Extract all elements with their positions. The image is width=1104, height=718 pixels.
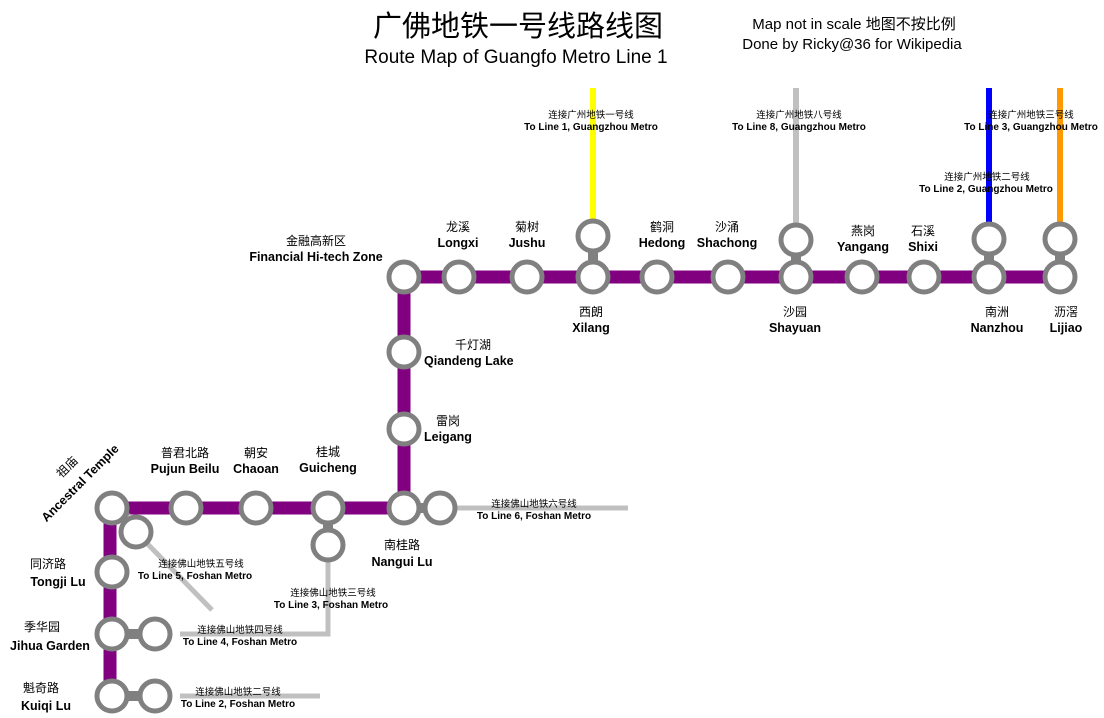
station-label-en: Chaoan — [233, 462, 279, 476]
station-label-en: Qiandeng Lake — [424, 354, 514, 368]
station-ancestral-temple[interactable] — [94, 490, 154, 550]
station-label-zh: 西朗 — [579, 305, 603, 319]
station-label-zh: 同济路 — [30, 556, 66, 571]
station-qiandeng-lake[interactable] — [386, 334, 422, 370]
station-label-zh: 南洲 — [985, 304, 1009, 319]
station-jihua-garden[interactable] — [94, 616, 173, 652]
station-label-zh: 龙溪 — [446, 220, 470, 234]
station-label-en: Nanzhou — [971, 321, 1024, 335]
station-label-en: Shachong — [697, 236, 757, 250]
station-label-zh: 桂城 — [316, 444, 340, 459]
transfer-label-en: To Line 1, Guangzhou Metro — [524, 122, 658, 133]
station-shachong[interactable] — [710, 259, 746, 295]
station-label-en: Nangui Lu — [371, 555, 432, 569]
station-label-zh: 菊树 — [515, 219, 539, 234]
scale-note: Map not in scale 地图不按比例 — [752, 16, 955, 33]
transfer-label-zh: 连接佛山地铁四号线 — [197, 624, 283, 636]
station-label-en: Shixi — [908, 240, 938, 254]
station-label-en: Kuiqi Lu — [21, 699, 71, 713]
station-nangui-lu[interactable] — [386, 490, 458, 526]
station-label-zh: 普君北路 — [161, 445, 209, 460]
station-guicheng[interactable] — [310, 490, 346, 563]
station-label-en: Xilang — [572, 321, 610, 335]
author-note: Done by Ricky@36 for Wikipedia — [742, 36, 962, 53]
station-nanzhou[interactable] — [971, 221, 1007, 295]
transfer-label-en: To Line 4, Foshan Metro — [183, 637, 297, 648]
station-lijiao[interactable] — [1042, 221, 1078, 295]
transfer-label-en: To Line 2, Foshan Metro — [181, 699, 295, 710]
station-label-en: Lijiao — [1050, 321, 1083, 335]
station-label-en: Pujun Beilu — [151, 462, 220, 476]
station-label-zh: 南桂路 — [384, 537, 420, 552]
transfer-label-zh: 连接佛山地铁六号线 — [491, 498, 577, 510]
transfer-label-zh: 连接广州地铁八号线 — [756, 109, 842, 121]
station-label-en: Yangang — [837, 240, 889, 254]
transfer-label-zh: 连接佛山地铁二号线 — [195, 686, 281, 698]
station-shixi[interactable] — [906, 259, 942, 295]
station-label-en: Guicheng — [299, 461, 357, 475]
station-label-zh: 朝安 — [244, 445, 268, 460]
transfer-label-zh: 连接广州地铁三号线 — [988, 109, 1074, 121]
transfer-label-en: To Line 5, Foshan Metro — [138, 571, 252, 582]
station-label-en: Hedong — [639, 236, 686, 250]
station-label-zh: 千灯湖 — [455, 337, 491, 352]
station-kuiqi-lu[interactable] — [94, 678, 173, 714]
station-label-zh: 燕岗 — [851, 224, 875, 238]
station-leigang[interactable] — [386, 411, 422, 447]
transfer-label-en: To Line 3, Foshan Metro — [274, 600, 388, 611]
station-label-zh: 沙涌 — [715, 220, 739, 234]
transfer-label-en: To Line 2, Guangzhou Metro — [919, 184, 1053, 195]
station-label-en: Jushu — [509, 236, 546, 250]
transfer-label-zh: 连接佛山地铁五号线 — [158, 558, 244, 570]
station-label-zh: 金融高新区 — [286, 233, 346, 248]
station-financial-hitech-zone[interactable] — [386, 259, 422, 295]
station-tongji-lu[interactable] — [94, 554, 130, 590]
station-label-zh: 鹤洞 — [650, 219, 674, 234]
station-jushu[interactable] — [509, 259, 545, 295]
station-label-zh: 魁奇路 — [23, 680, 59, 695]
station-label-en: Longxi — [438, 236, 479, 250]
station-label-en: Shayuan — [769, 321, 821, 335]
transfer-label-en: To Line 3, Guangzhou Metro — [964, 122, 1098, 133]
station-label-zh: 沥滘 — [1054, 305, 1078, 319]
station-label-en: Financial Hi-tech Zone — [249, 250, 382, 264]
map-title-zh: 广佛地铁一号线路线图 — [373, 9, 663, 43]
station-xilang[interactable] — [575, 218, 611, 295]
station-label-zh: 石溪 — [911, 224, 935, 238]
transfer-label-zh: 连接广州地铁二号线 — [944, 171, 1030, 183]
transfer-label-zh: 连接佛山地铁三号线 — [290, 587, 376, 599]
station-label-en: Jihua Garden — [10, 639, 90, 653]
transfer-label-zh: 连接广州地铁一号线 — [548, 109, 634, 121]
station-chaoan[interactable] — [238, 490, 274, 526]
station-shayuan[interactable] — [778, 222, 814, 295]
map-title-en: Route Map of Guangfo Metro Line 1 — [364, 47, 667, 68]
transfer-label-en: To Line 8, Guangzhou Metro — [732, 122, 866, 133]
station-label-zh: 雷岗 — [436, 414, 460, 428]
station-longxi[interactable] — [441, 259, 477, 295]
station-pujun-beilu[interactable] — [168, 490, 204, 526]
station-yangang[interactable] — [844, 259, 880, 295]
station-hedong[interactable] — [639, 259, 675, 295]
station-label-zh: 季华园 — [24, 620, 60, 634]
station-label-zh: 沙园 — [783, 305, 807, 319]
transfer-label-en: To Line 6, Foshan Metro — [477, 511, 591, 522]
transfer-line-fs3 — [180, 545, 331, 637]
station-label-en: Tongji Lu — [30, 575, 85, 589]
station-label-en: Leigang — [424, 430, 472, 444]
